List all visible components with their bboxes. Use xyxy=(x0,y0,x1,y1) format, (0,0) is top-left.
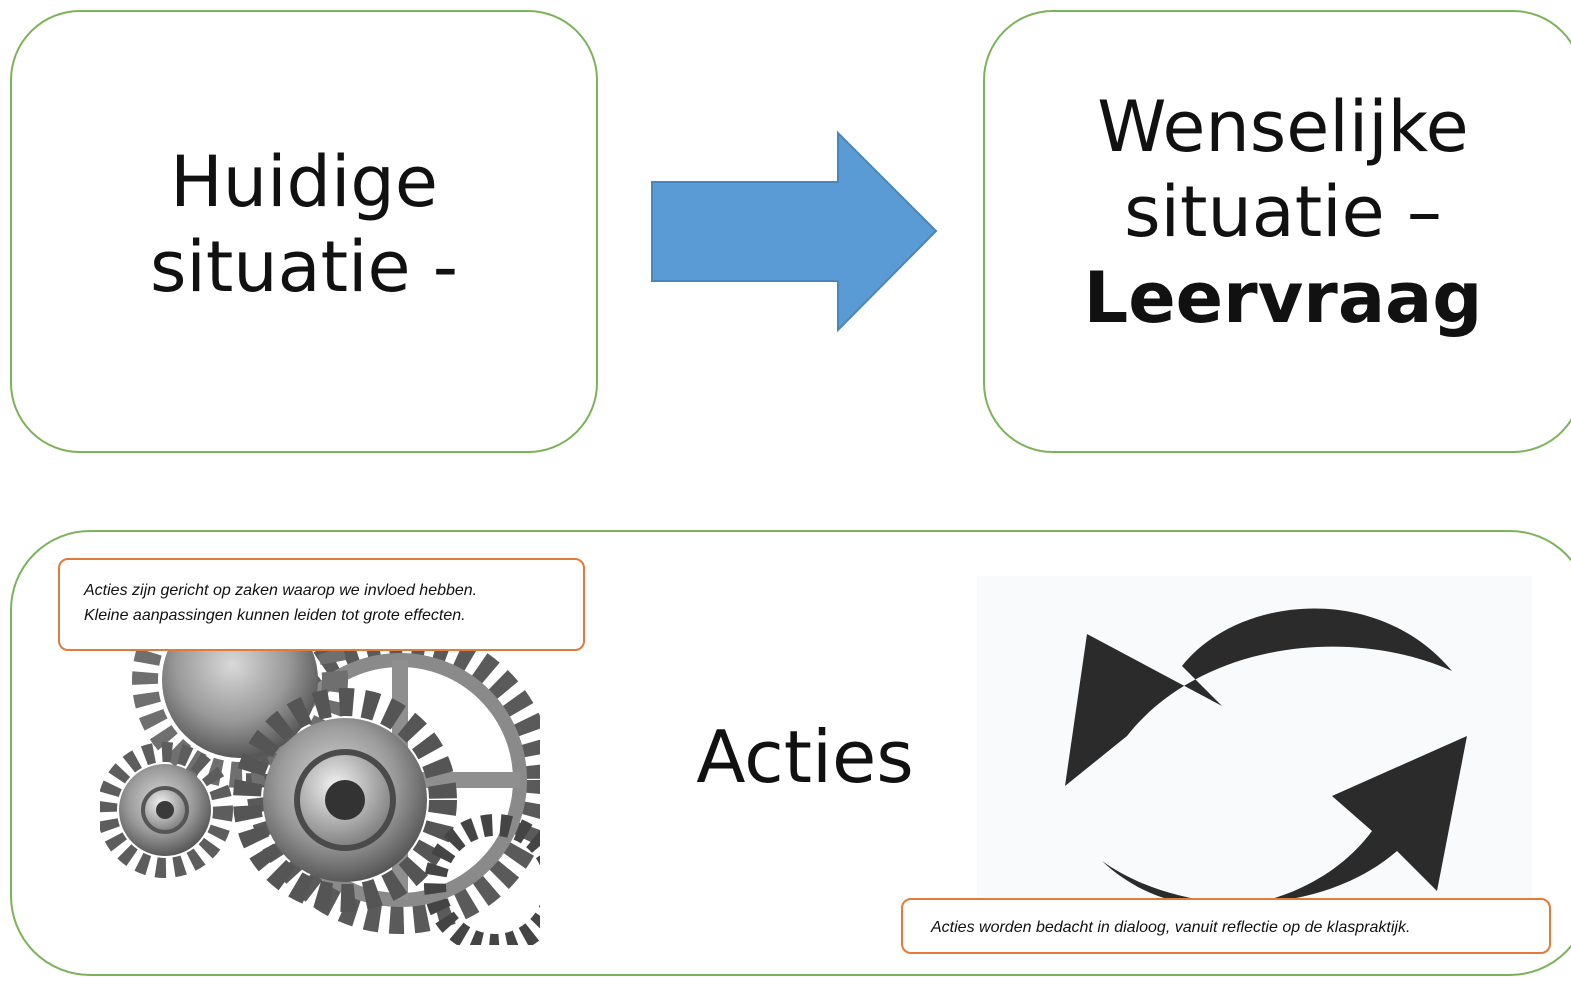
right-arrow-icon xyxy=(651,130,938,333)
actions-info-callout-top: Acties zijn gericht op zaken waarop we i… xyxy=(58,558,585,651)
actions-title: Acties xyxy=(696,715,914,799)
desired-situation-line2: situatie – xyxy=(1124,171,1442,254)
current-situation-line2: situatie - xyxy=(149,226,459,309)
gears-icon xyxy=(100,620,540,945)
cycle-arrows-icon xyxy=(977,576,1532,906)
callout-top-line1: Acties zijn gericht op zaken waarop we i… xyxy=(84,582,478,599)
callout-top-line2: Kleine aanpassingen kunnen leiden tot gr… xyxy=(84,607,466,624)
current-situation-line1: Huidige xyxy=(170,141,438,223)
desired-situation-line3: Leervraag xyxy=(1083,256,1483,339)
current-situation-box xyxy=(10,10,598,453)
actions-info-callout-bottom: Acties worden bedacht in dialoog, vanuit… xyxy=(901,898,1551,954)
current-situation-text: Huidige situatie - xyxy=(10,140,598,311)
desired-situation-box xyxy=(983,10,1571,453)
desired-situation-line1: Wenselijke xyxy=(1097,86,1469,168)
desired-situation-text: Wenselijke situatie – Leervraag xyxy=(983,85,1571,341)
